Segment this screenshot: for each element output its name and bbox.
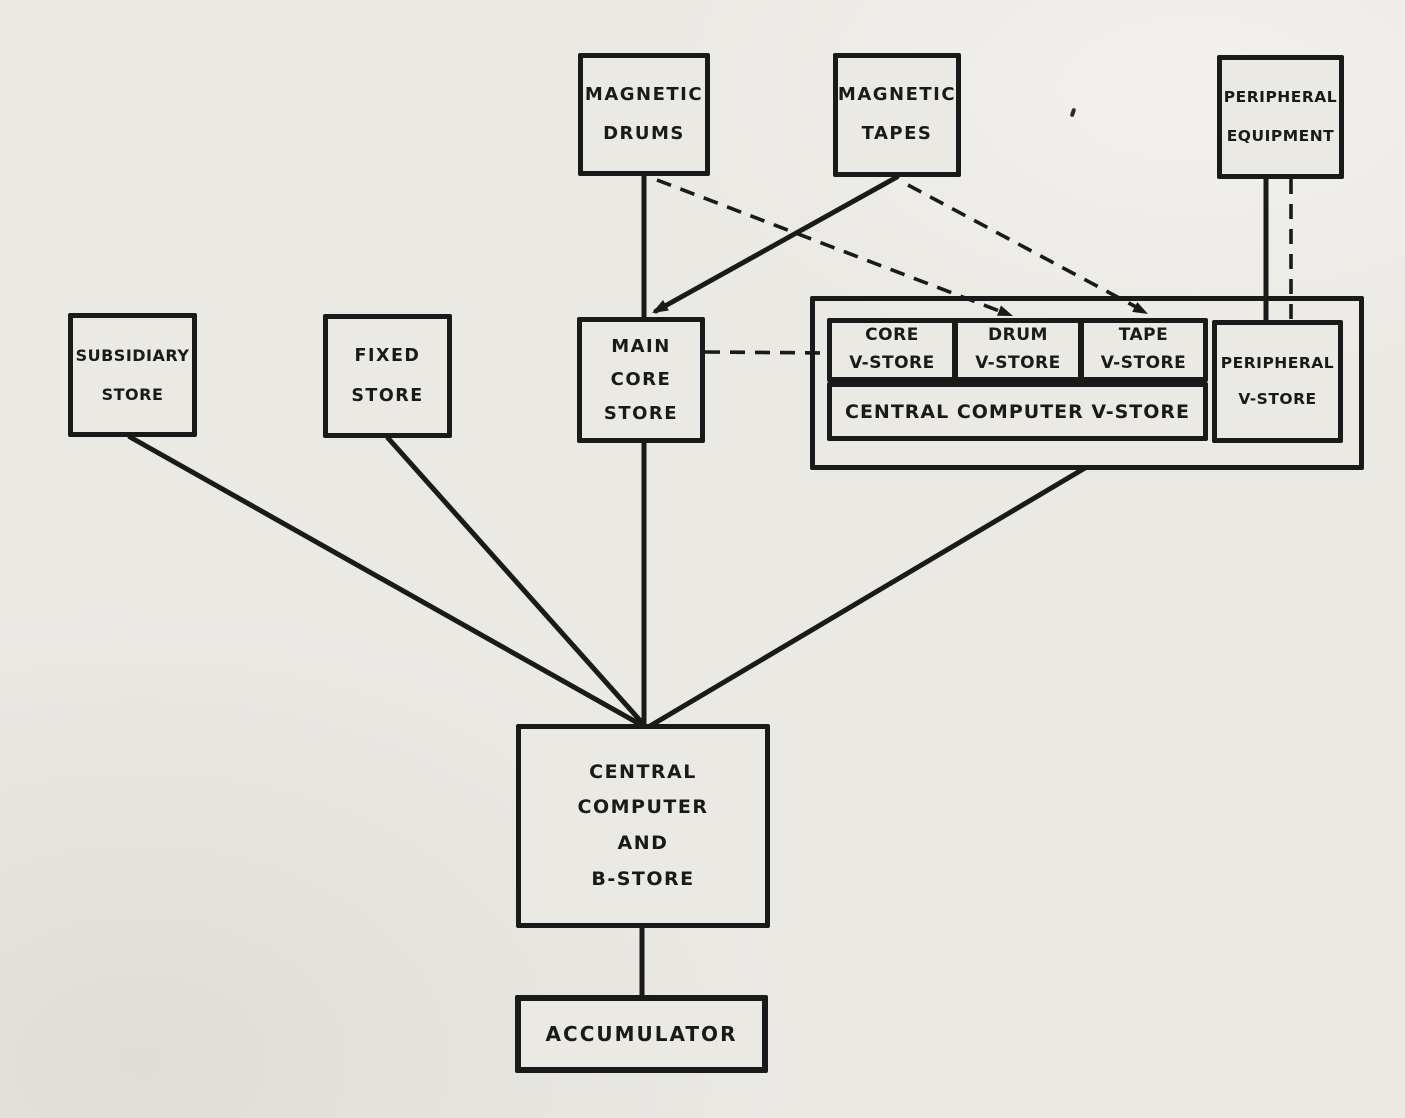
arrowhead-tapes-to-tapevstore xyxy=(1132,302,1148,314)
edge-subsidiary-to-centralcomputer xyxy=(127,434,646,729)
node-magnetic-drums-label: MAGNETIC DRUMS xyxy=(584,83,704,144)
node-subsidiary-store-label: SUBSIDIARY STORE xyxy=(75,345,190,404)
node-magnetic-tapes-label: MAGNETIC TAPES xyxy=(837,84,957,144)
node-main-core-store-label: MAIN CORE STORE xyxy=(603,336,679,424)
node-peripheral-equipment-label: PERIPHERAL EQUIPMENT xyxy=(1223,88,1338,145)
node-peripheral-equipment: PERIPHERAL EQUIPMENT xyxy=(1217,55,1344,179)
node-drum-v-store-label: DRUM V-STORE xyxy=(975,325,1061,373)
node-drum-v-store: DRUM V-STORE xyxy=(953,318,1083,382)
node-subsidiary-store: SUBSIDIARY STORE xyxy=(68,313,197,437)
node-peripheral-v-store: PERIPHERAL V-STORE xyxy=(1212,320,1343,443)
edge-tapes-to-maincore xyxy=(653,174,900,314)
node-main-core-store: MAIN CORE STORE xyxy=(577,317,705,443)
edge-vstoreblock-to-centralcomputer xyxy=(647,465,1088,729)
edge-fixed-to-centralcomputer xyxy=(385,435,648,729)
arrowhead-tapes-to-maincore xyxy=(652,299,669,313)
node-core-v-store: CORE V-STORE xyxy=(827,318,957,382)
node-central-computer-v-store-label: CENTRAL COMPUTER V-STORE xyxy=(845,400,1190,423)
edge-drums-to-drumvstore-dashed xyxy=(656,178,1003,314)
node-central-computer-label: CENTRAL COMPUTER AND B-STORE xyxy=(577,760,709,890)
node-fixed-store-label: FIXED STORE xyxy=(351,345,424,406)
node-tape-v-store: TAPE V-STORE xyxy=(1079,318,1208,382)
node-tape-v-store-label: TAPE V-STORE xyxy=(1100,325,1187,373)
edge-tapes-to-tapevstore-dashed xyxy=(907,183,1139,310)
node-magnetic-drums: MAGNETIC DRUMS xyxy=(578,53,710,176)
node-core-v-store-label: CORE V-STORE xyxy=(849,325,935,373)
node-fixed-store: FIXED STORE xyxy=(323,314,452,438)
node-accumulator-label: ACCUMULATOR xyxy=(545,1022,738,1046)
edge-maincore-to-corevstore-dashed xyxy=(704,350,831,355)
node-central-computer-v-store: CENTRAL COMPUTER V-STORE xyxy=(827,382,1208,441)
node-peripheral-v-store-label: PERIPHERAL V-STORE xyxy=(1220,353,1335,408)
arrowhead-drums-to-drumvstore xyxy=(997,305,1013,316)
node-magnetic-tapes: MAGNETIC TAPES xyxy=(833,53,961,177)
node-accumulator: ACCUMULATOR xyxy=(515,995,768,1073)
node-v-store-block xyxy=(810,296,1364,470)
node-central-computer: CENTRAL COMPUTER AND B-STORE xyxy=(516,724,770,928)
